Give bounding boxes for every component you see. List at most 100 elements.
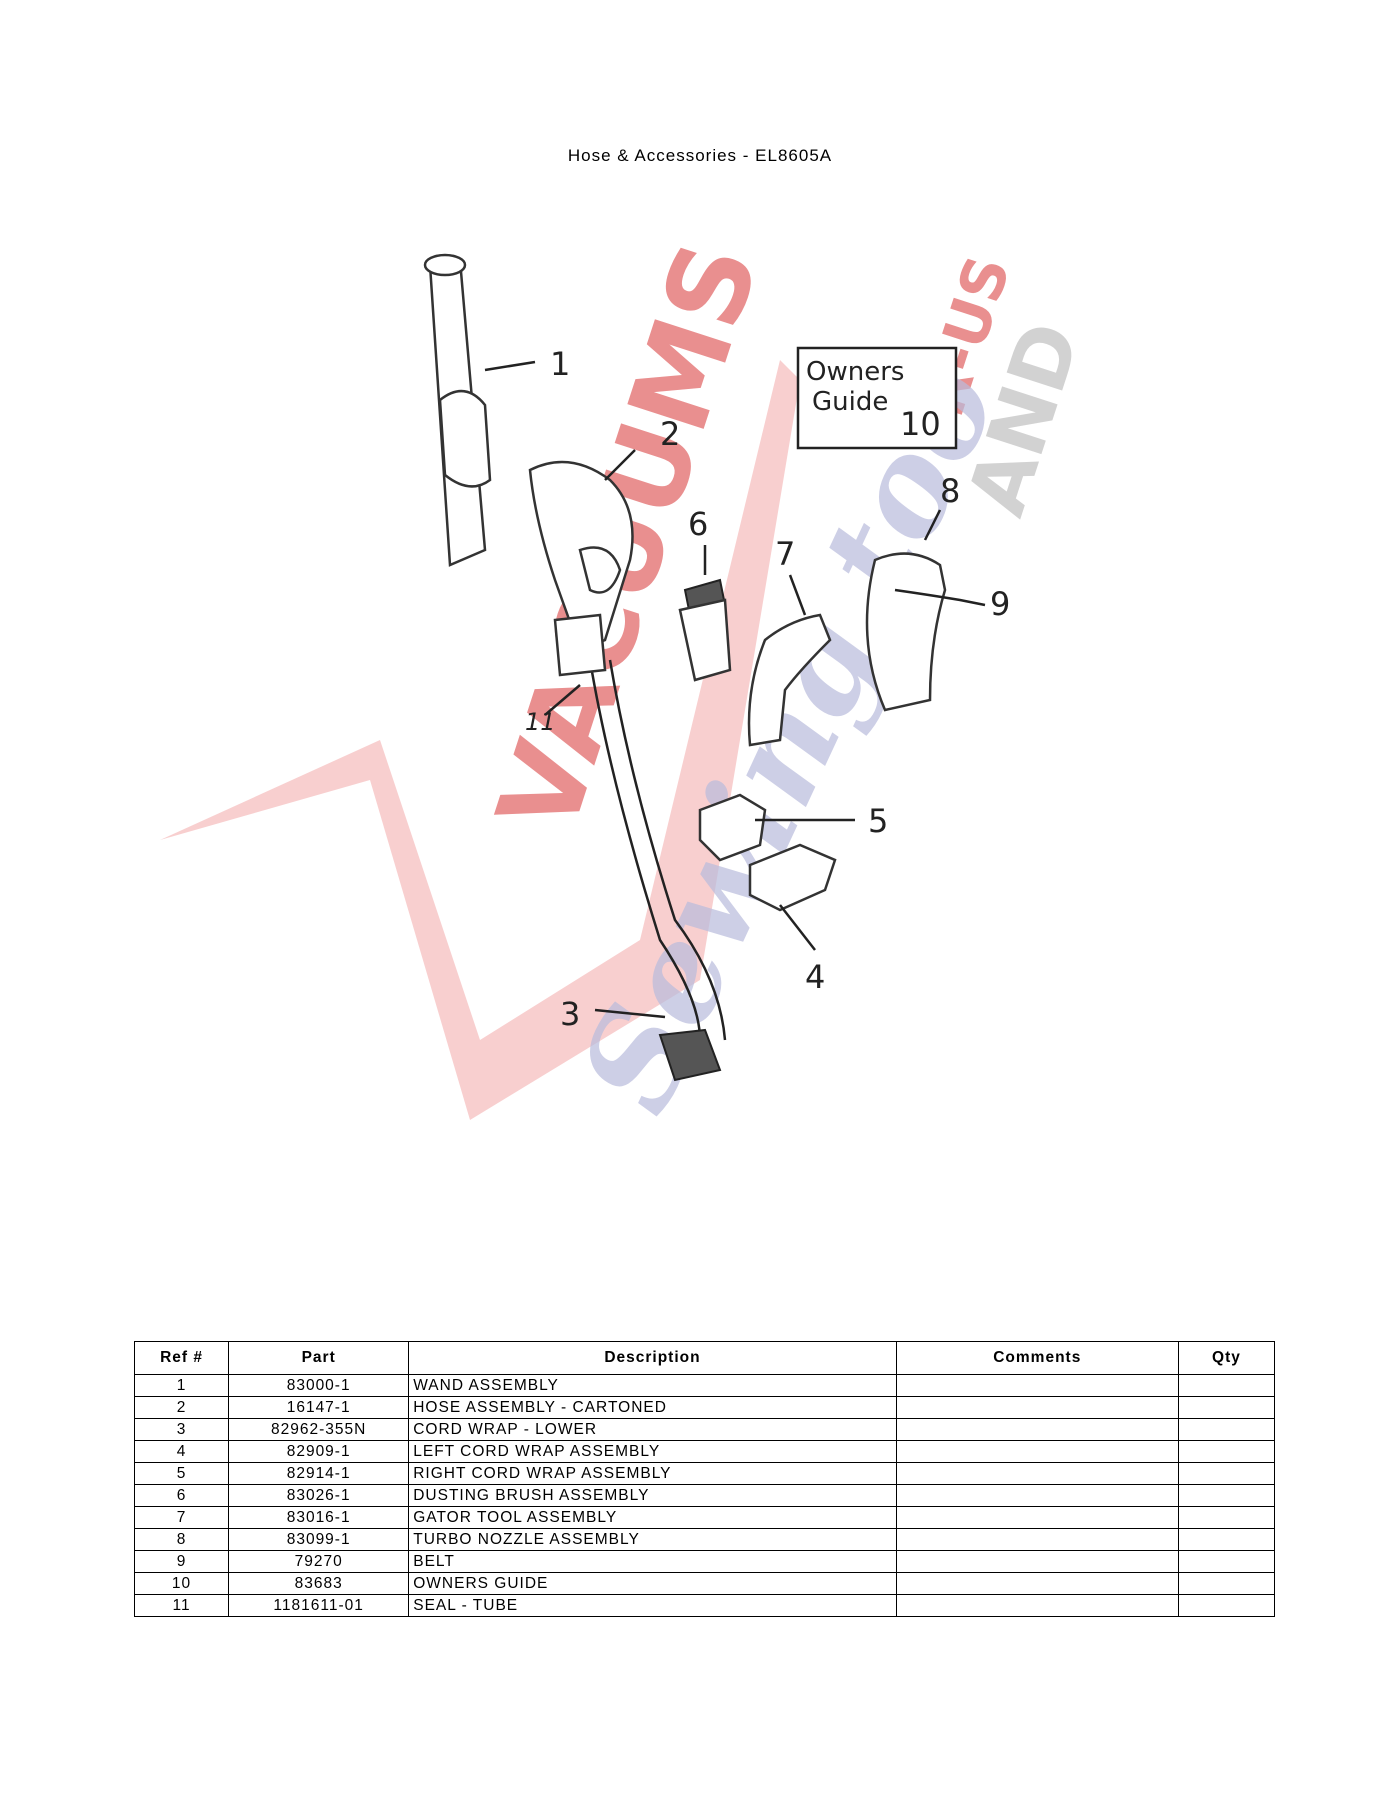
header-qty: Qty: [1177, 1341, 1276, 1375]
table-row: 1 83000-1 WAND ASSEMBLY: [133, 1374, 1276, 1397]
cell-qty: [1177, 1374, 1276, 1397]
cell-comments: [895, 1462, 1179, 1485]
cell-qty: [1177, 1594, 1276, 1617]
cell-part: 79270: [228, 1550, 410, 1573]
header-ref: Ref #: [133, 1341, 230, 1375]
cell-description: RIGHT CORD WRAP ASSEMBLY: [408, 1462, 897, 1485]
gator-tool-drawing: [747, 574, 832, 747]
table-row: 6 83026-1 DUSTING BRUSH ASSEMBLY: [133, 1484, 1276, 1507]
cell-comments: [895, 1594, 1179, 1617]
callout-5: 5: [868, 802, 888, 840]
cell-ref: 7: [133, 1506, 230, 1529]
cell-part: 82914-1: [228, 1462, 410, 1485]
cell-part: 82909-1: [228, 1440, 410, 1463]
cell-description: LEFT CORD WRAP ASSEMBLY: [408, 1440, 897, 1463]
cell-qty: [1177, 1484, 1276, 1507]
cell-part: 83026-1: [228, 1484, 410, 1507]
cell-part: 82962-355N: [228, 1418, 410, 1441]
parts-illustration: VACUUMS R-US AND Sewing too 1 2 11: [160, 228, 1098, 1133]
cell-part: 83016-1: [228, 1506, 410, 1529]
page-title: Hose & Accessories - EL8605A: [567, 146, 833, 165]
seal-tube-drawing: [544, 613, 607, 716]
cell-part: 83683: [228, 1572, 410, 1595]
exploded-parts-diagram: VACUUMS R-US AND Sewing too 1 2 11: [140, 220, 1200, 1180]
cell-comments: [895, 1550, 1179, 1573]
owners-guide-box: Owners Guide 10: [796, 346, 958, 450]
header-description: Description: [408, 1341, 897, 1375]
table-row: 2 16147-1 HOSE ASSEMBLY - CARTONED: [133, 1396, 1276, 1419]
table-row: 10 83683 OWNERS GUIDE: [133, 1572, 1276, 1595]
table-row: 11 1181611-01 SEAL - TUBE: [133, 1594, 1276, 1617]
cell-ref: 8: [133, 1528, 230, 1551]
cell-qty: [1177, 1462, 1276, 1485]
cell-qty: [1177, 1506, 1276, 1529]
cell-part: 16147-1: [228, 1396, 410, 1419]
cell-description: CORD WRAP - LOWER: [408, 1418, 897, 1441]
cell-part: 1181611-01: [228, 1594, 410, 1617]
cell-qty: [1177, 1550, 1276, 1573]
table-row: 3 82962-355N CORD WRAP - LOWER: [133, 1418, 1276, 1441]
callout-9: 9: [990, 585, 1010, 623]
header-comments: Comments: [895, 1341, 1179, 1375]
callout-7: 7: [775, 535, 795, 573]
cell-ref: 10: [133, 1572, 230, 1595]
cell-qty: [1177, 1396, 1276, 1419]
table-row: 4 82909-1 LEFT CORD WRAP ASSEMBLY: [133, 1440, 1276, 1463]
cell-description: OWNERS GUIDE: [408, 1572, 897, 1595]
cell-comments: [895, 1572, 1179, 1595]
hose-assembly-drawing: [528, 449, 727, 1041]
callout-1: 1: [550, 345, 570, 383]
cell-ref: 5: [133, 1462, 230, 1485]
watermark-logo: VACUUMS R-US AND Sewing too: [160, 228, 1098, 1133]
table-header-row: Ref # Part Description Comments Qty: [133, 1341, 1276, 1375]
cell-ref: 11: [133, 1594, 230, 1617]
cell-comments: [895, 1506, 1179, 1529]
cord-wrap-lower-drawing: [594, 1008, 722, 1082]
cell-comments: [895, 1440, 1179, 1463]
cell-ref: 1: [133, 1374, 230, 1397]
cell-qty: [1177, 1440, 1276, 1463]
table-row: 9 79270 BELT: [133, 1550, 1276, 1573]
wand-assembly-drawing: [423, 253, 536, 567]
cell-part: 83099-1: [228, 1528, 410, 1551]
turbo-nozzle-drawing: [865, 509, 986, 712]
left-cord-wrap-drawing: [748, 843, 837, 951]
cell-comments: [895, 1396, 1179, 1419]
callout-10: 10: [900, 405, 941, 443]
cell-description: SEAL - TUBE: [408, 1594, 897, 1617]
callout-3: 3: [560, 995, 580, 1033]
callout-4: 4: [805, 958, 825, 996]
cell-qty: [1177, 1572, 1276, 1595]
cell-description: GATOR TOOL ASSEMBLY: [408, 1506, 897, 1529]
cell-description: DUSTING BRUSH ASSEMBLY: [408, 1484, 897, 1507]
cell-comments: [895, 1418, 1179, 1441]
owners-guide-line1: Owners: [806, 357, 904, 387]
cell-description: WAND ASSEMBLY: [408, 1374, 897, 1397]
cell-ref: 6: [133, 1484, 230, 1507]
cell-qty: [1177, 1418, 1276, 1441]
right-cord-wrap-drawing: [698, 793, 855, 862]
cell-description: HOSE ASSEMBLY - CARTONED: [408, 1396, 897, 1419]
owners-guide-line2: Guide: [812, 387, 888, 417]
table-row: 8 83099-1 TURBO NOZZLE ASSEMBLY: [133, 1528, 1276, 1551]
table-row: 7 83016-1 GATOR TOOL ASSEMBLY: [133, 1506, 1276, 1529]
cell-ref: 3: [133, 1418, 230, 1441]
table-row: 5 82914-1 RIGHT CORD WRAP ASSEMBLY: [133, 1462, 1276, 1485]
callout-11: 11: [525, 708, 556, 736]
cell-qty: [1177, 1528, 1276, 1551]
cell-comments: [895, 1484, 1179, 1507]
cell-comments: [895, 1374, 1179, 1397]
callout-6: 6: [688, 505, 708, 543]
cell-ref: 4: [133, 1440, 230, 1463]
cell-comments: [895, 1528, 1179, 1551]
cell-description: BELT: [408, 1550, 897, 1573]
header-part: Part: [228, 1341, 410, 1375]
cell-ref: 2: [133, 1396, 230, 1419]
callout-8: 8: [940, 472, 960, 510]
parts-table: Ref # Part Description Comments Qty 1 83…: [133, 1341, 1276, 1617]
callout-2: 2: [660, 415, 680, 453]
cell-description: TURBO NOZZLE ASSEMBLY: [408, 1528, 897, 1551]
cell-part: 83000-1: [228, 1374, 410, 1397]
cell-ref: 9: [133, 1550, 230, 1573]
dusting-brush-drawing: [678, 545, 732, 682]
